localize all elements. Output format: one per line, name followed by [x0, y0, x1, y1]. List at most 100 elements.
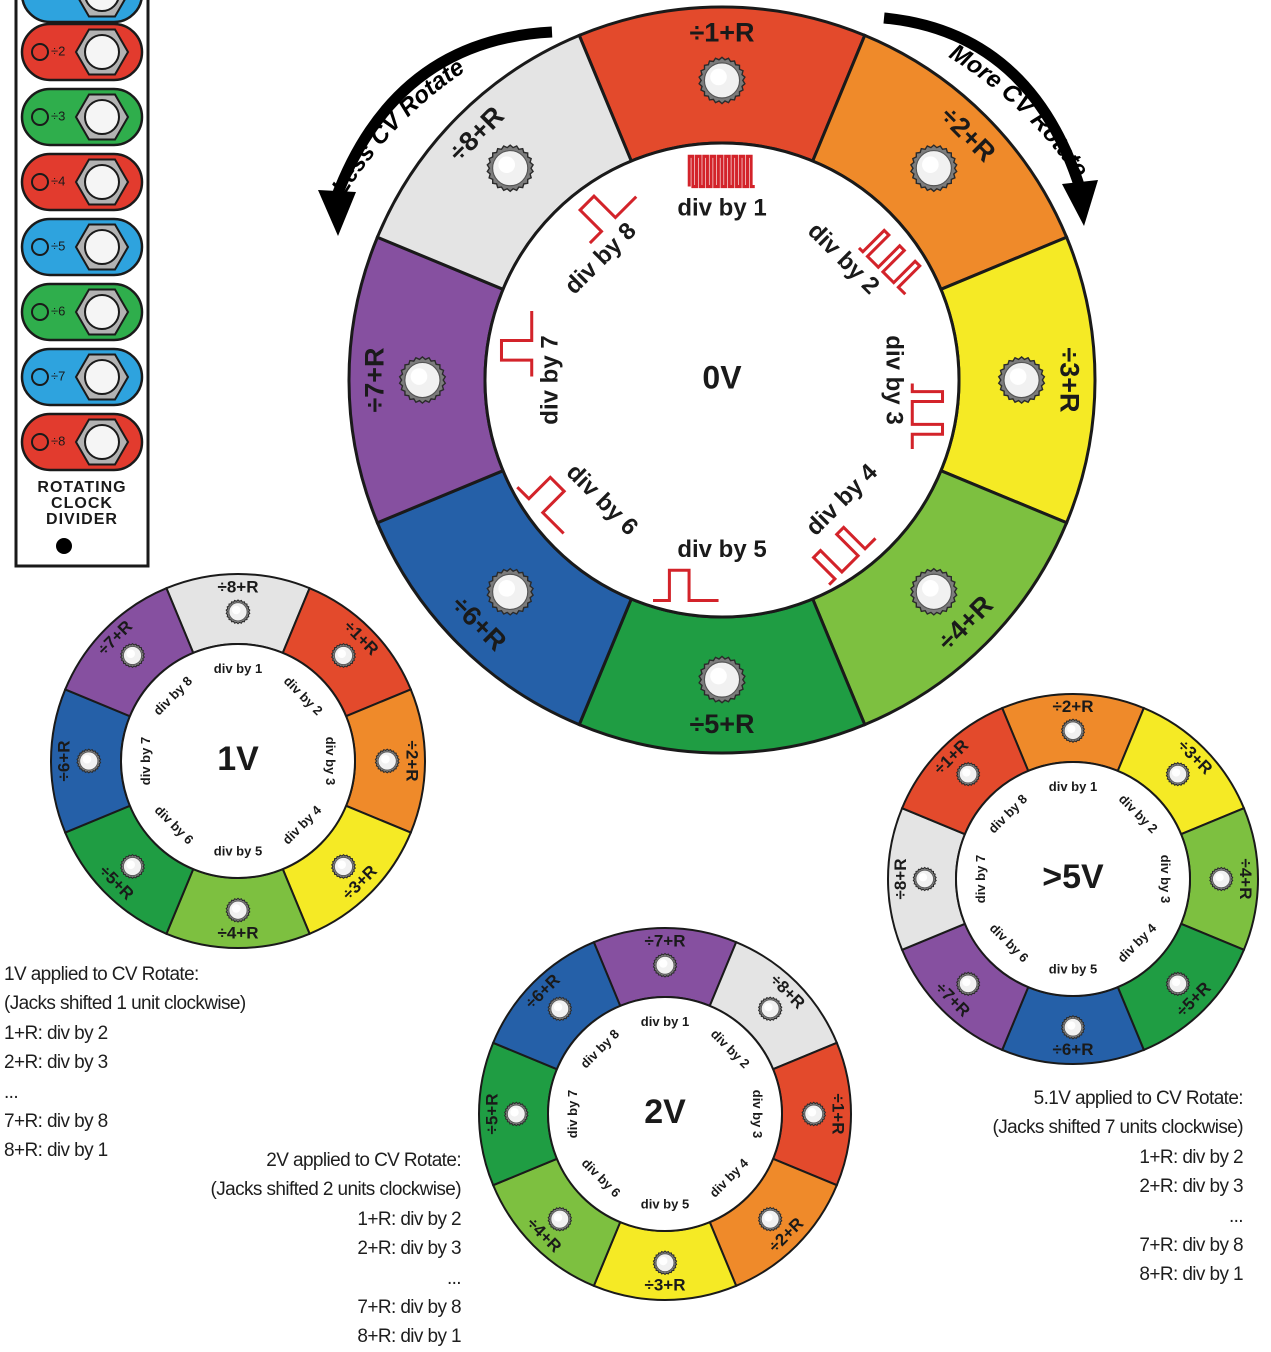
- less-cv-rotate-arrow: [318, 26, 553, 236]
- caption-line: 1V applied to CV Rotate:: [4, 964, 199, 985]
- jack-label: ÷1+R: [689, 17, 754, 47]
- center-voltage-label: >5V: [1042, 858, 1104, 896]
- module-title-line: ROTATING: [37, 479, 126, 496]
- div-waveform: [687, 154, 755, 189]
- more-cv-rotate-arrow: [883, 12, 1098, 226]
- module-jack-row: [21, 0, 143, 24]
- module-jack-socket: [84, 229, 120, 265]
- module-led: [31, 433, 49, 451]
- jack-highlight: [807, 1108, 817, 1117]
- jack-highlight: [498, 156, 516, 174]
- jack-highlight: [410, 368, 428, 385]
- module-jack-socket: [84, 99, 120, 135]
- jack-highlight: [381, 754, 390, 764]
- div-waveform: [811, 525, 877, 586]
- jack-label: ÷5+R: [689, 709, 754, 739]
- center-voltage-label: 0V: [702, 359, 742, 395]
- module-jack-socket: [84, 424, 120, 460]
- div-waveform-path: [857, 228, 922, 296]
- caption-line: 1+R: div by 2: [357, 1208, 461, 1230]
- module-jack-row: ÷2: [20, 22, 144, 82]
- div-waveform: [499, 311, 534, 377]
- module-led: [31, 303, 49, 321]
- caption-line: (Jacks shifted 2 units clockwise): [210, 1179, 461, 1201]
- module-jack-label: ÷4: [51, 173, 65, 188]
- div-waveform: [653, 568, 719, 603]
- caption-line: (Jacks shifted 7 units clockwise): [992, 1117, 1243, 1139]
- jack-highlight: [1067, 1021, 1076, 1030]
- module-led: [31, 43, 49, 61]
- caption-line: 7+R: div by 8: [1139, 1235, 1243, 1257]
- caption-line: 2+R: div by 3: [1139, 1176, 1243, 1198]
- div-waveform-path: [811, 525, 877, 586]
- div-waveform-path: [577, 194, 638, 245]
- inner-disc: [483, 141, 961, 619]
- division-label: div by 7: [537, 335, 564, 424]
- caption-2v: 2V applied to CV Rotate: (Jacks shifted …: [210, 1146, 461, 1352]
- division-label: div by 1: [677, 195, 766, 222]
- jack-highlight: [922, 156, 939, 174]
- module-led: [31, 173, 49, 191]
- jack-highlight: [659, 1256, 668, 1266]
- jack-highlight: [659, 959, 668, 968]
- module-jack-label: ÷2: [51, 43, 65, 58]
- module-jack-label: ÷5: [51, 238, 65, 253]
- module-title-line: DIVIDER: [46, 511, 118, 528]
- jack-label: ÷8+R: [218, 577, 259, 596]
- division-label: div by 7: [973, 855, 988, 903]
- module-jack-label: ÷8: [51, 433, 65, 448]
- jack-highlight: [1067, 724, 1076, 734]
- center-voltage-label: 1V: [217, 740, 259, 778]
- module-jack-row: ÷5: [20, 217, 144, 277]
- module-led: [31, 368, 49, 386]
- module-screw: [56, 538, 72, 554]
- div-waveform: [857, 228, 922, 296]
- caption-line: 7+R: div by 8: [357, 1297, 461, 1319]
- jack-label: ÷2+R: [403, 741, 422, 782]
- module-jack-socket: [84, 164, 120, 200]
- div-waveform: [577, 194, 638, 245]
- inner-disc: [120, 643, 356, 879]
- jack-label: ÷5+R: [482, 1094, 501, 1135]
- jack-highlight: [231, 904, 241, 913]
- module-jack-label: ÷6: [51, 303, 65, 318]
- jack-label: ÷3+R: [645, 1276, 686, 1295]
- module-title-line: CLOCK: [51, 495, 113, 512]
- division-label: div by 5: [1049, 962, 1097, 977]
- div-waveform-path: [653, 568, 719, 603]
- module-jack-socket: [84, 34, 120, 70]
- jack-highlight: [337, 649, 346, 658]
- jack-label: ÷7+R: [359, 347, 389, 412]
- jack-highlight: [764, 1213, 773, 1222]
- jack-highlight: [498, 580, 516, 597]
- caption-line: 2V applied to CV Rotate:: [266, 1150, 461, 1171]
- jack-label: ÷4+R: [218, 923, 259, 942]
- jack-label: ÷3+R: [1055, 347, 1085, 412]
- caption-line: (Jacks shifted 1 unit clockwise): [4, 993, 246, 1015]
- caption-line: 1+R: div by 2: [4, 1022, 108, 1044]
- inner-disc: [547, 996, 783, 1232]
- caption-line: 1+R: div by 2: [1139, 1146, 1243, 1168]
- division-label: div by 7: [138, 737, 153, 785]
- module-jack-row: ÷6: [20, 282, 144, 342]
- inner-disc: [955, 761, 1191, 997]
- jack-highlight: [918, 873, 928, 882]
- module-jack-label: ÷7: [51, 368, 65, 383]
- module-jack-socket: [85, 0, 119, 12]
- module-jack-row: ÷4: [20, 152, 144, 212]
- division-label: div by 3: [323, 737, 338, 785]
- module-led: [31, 238, 49, 256]
- jack-highlight: [962, 768, 971, 777]
- jack-highlight: [553, 1002, 563, 1012]
- caption-line: ...: [4, 1081, 19, 1103]
- caption-line: ...: [446, 1267, 462, 1289]
- jack-label: ÷2+R: [1053, 697, 1094, 716]
- module-jack-socket: [84, 294, 120, 330]
- jack-highlight: [337, 860, 346, 869]
- module-jack-label: ÷3: [51, 108, 65, 123]
- module-led: [31, 108, 49, 126]
- module-jack-row: ÷7: [20, 347, 144, 407]
